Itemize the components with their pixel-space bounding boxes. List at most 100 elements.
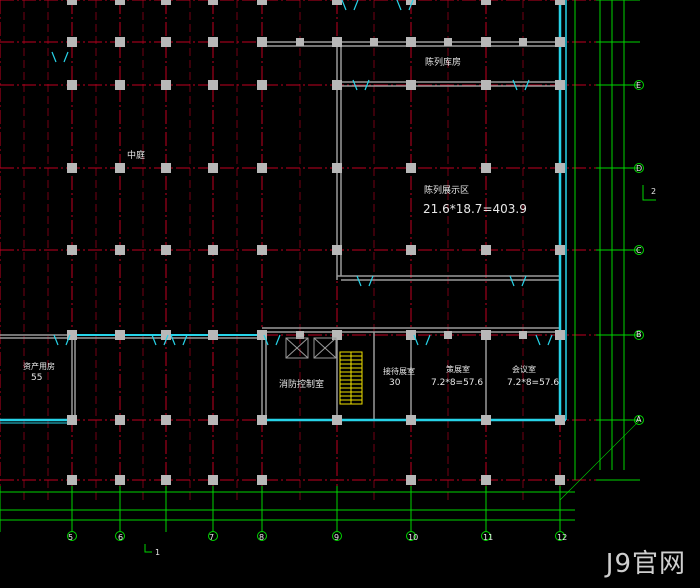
column [257,163,267,173]
column [555,475,565,485]
column [370,38,378,46]
column [481,0,491,5]
column [406,415,416,425]
column [481,330,491,340]
column [67,80,77,90]
display-area-calc: 21.6*18.7=403.9 [423,202,527,216]
column [555,330,565,340]
column [67,0,77,5]
columns [67,0,565,485]
room-b-label: 会议室 [512,365,536,374]
column [406,475,416,485]
column [115,245,125,255]
door-symbol [170,334,188,346]
column [161,245,171,255]
axis-bubble [555,531,565,541]
room-a-calc: 7.2*8=57.6 [431,378,484,388]
column [115,415,125,425]
column [481,475,491,485]
column [115,37,125,47]
column [555,163,565,173]
axis-bubble [634,80,644,90]
column [161,80,171,90]
axis-bubble [481,531,491,541]
column [332,163,342,173]
column [555,245,565,255]
door-symbol [509,275,527,287]
axis-label-bottom: 10 [408,533,419,542]
column [332,37,342,47]
axis-label-right: B [636,330,642,339]
door-symbol [535,334,553,346]
axis-bubble [115,531,125,541]
axis-label-bottom: 6 [118,533,124,542]
axis-bubble [634,415,644,425]
column [115,80,125,90]
door-symbol [396,0,414,11]
courtyard-label: 中庭 [127,151,146,161]
door-symbol [356,275,374,287]
column [332,415,342,425]
column [481,415,491,425]
elevator-cross [313,337,337,359]
column [406,0,416,5]
column [161,163,171,173]
column [67,245,77,255]
column [481,37,491,47]
column [208,80,218,90]
column [208,37,218,47]
column [444,331,452,339]
room-a-label: 策展室 [446,365,470,374]
column [67,330,77,340]
column [555,80,565,90]
door-symbol [413,334,431,346]
column [161,415,171,425]
column [257,245,267,255]
column [208,163,218,173]
column [67,37,77,47]
column [332,245,342,255]
column [257,80,267,90]
column [406,80,416,90]
door-symbol [263,334,281,346]
door-symbol [341,0,359,11]
column [67,415,77,425]
column [519,38,527,46]
axis-bubble [634,163,644,173]
office-area: 30 [389,378,401,388]
axis-bubble [67,531,77,541]
column [555,0,565,5]
column [257,0,267,5]
axis-bubbles [67,80,644,541]
door-symbol [53,334,71,346]
column [257,475,267,485]
office-label: 接待展室 [383,367,415,376]
axis-label-right: C [636,246,642,255]
stairs [285,337,363,405]
axis-label-right: E [636,81,642,90]
l-mark [642,185,656,201]
door-symbol [151,334,169,346]
column [332,80,342,90]
column [257,330,267,340]
column [406,163,416,173]
column [296,331,304,339]
axis-label-bottom: 11 [483,533,494,542]
axis-label-bottom: 9 [334,533,340,542]
l-mark-bottom: 1 [155,548,161,557]
left-room-label: 资产用房 [23,362,55,371]
axis-grid [0,0,600,530]
axis-bubble [332,531,342,541]
column [67,475,77,485]
column [208,330,218,340]
column [161,37,171,47]
axis-bubble [406,531,416,541]
watermark: J9官网 [605,549,686,579]
l-mark-right: 2 [651,187,657,196]
column [115,163,125,173]
column [161,330,171,340]
left-room-area: 55 [31,373,43,383]
column [257,37,267,47]
fire-control-label: 消防控制室 [279,380,325,390]
